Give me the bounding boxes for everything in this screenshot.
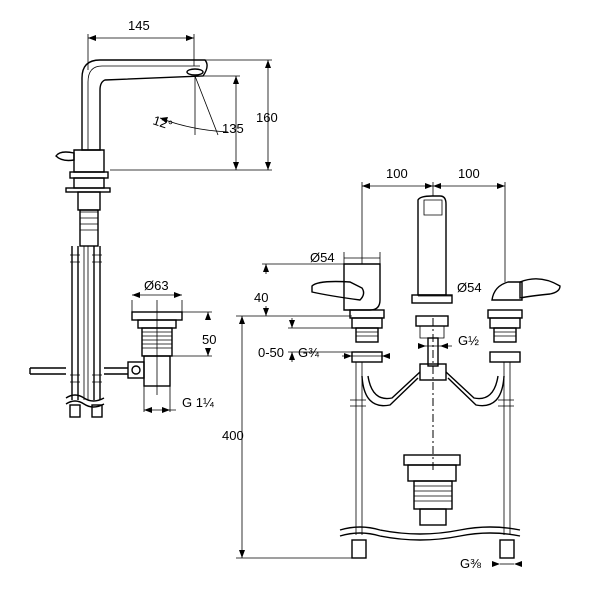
dim-40-label: 40	[254, 290, 268, 305]
dim-waste-height: 50	[172, 311, 216, 357]
dim-g34-label: G¾	[298, 345, 319, 360]
dim-g38-label: G⅜	[460, 556, 481, 571]
dim-handle-height: 40	[254, 263, 352, 317]
dim-145-label: 145	[128, 18, 150, 33]
dim-0-50-label: 0-50	[258, 345, 284, 360]
dim-100-left-label: 100	[386, 166, 408, 181]
center-spout	[411, 195, 453, 470]
dim-deck-thickness: 0-50	[258, 318, 352, 362]
supply-lines	[339, 526, 521, 559]
center-waste-valve	[403, 454, 461, 526]
dim-50-label: 50	[202, 332, 216, 347]
dim-handle-diameter: Ø54 Ø54	[310, 250, 482, 297]
side-view-mixer	[29, 59, 208, 418]
spout-angle-label: 12°	[151, 113, 174, 133]
right-handle	[487, 278, 561, 535]
dim-spout-height: 135	[200, 75, 244, 170]
dim-hose-length: 400	[222, 315, 356, 559]
dim-handle-spacing: 100 100	[361, 166, 506, 282]
dim-135-label: 135	[222, 121, 244, 136]
left-handle	[311, 263, 385, 535]
dim-spout-thread: G½	[418, 333, 479, 349]
dim-54-right-label: Ø54	[457, 280, 482, 295]
dim-160-label: 160	[256, 110, 278, 125]
dim-400-label: 400	[222, 428, 244, 443]
waste-valve	[127, 300, 183, 395]
connecting-hoses	[361, 363, 505, 407]
dim-total-height: 160	[110, 59, 278, 171]
dim-100-right-label: 100	[458, 166, 480, 181]
dim-supply-thread: G⅜	[460, 556, 522, 571]
dim-waste-diameter: Ø63	[131, 278, 183, 312]
dim-54-left-label: Ø54	[310, 250, 335, 265]
dim-waste-thread: G 1¼	[143, 386, 214, 413]
dim-valve-thread: G¾	[298, 345, 390, 360]
dim-g12-label: G½	[458, 333, 479, 348]
dim-g114-label: G 1¼	[182, 395, 214, 410]
dim-spout-reach: 145	[87, 18, 195, 70]
dim-63-label: Ø63	[144, 278, 169, 293]
spout-angle-indicator: 12°	[151, 75, 229, 136]
